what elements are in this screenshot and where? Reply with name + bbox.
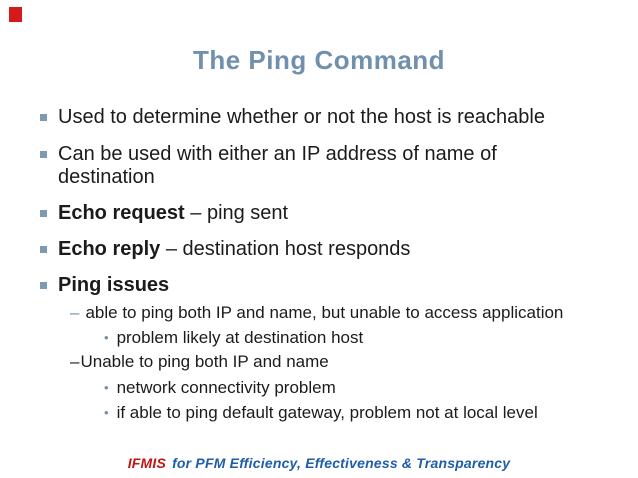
sub-bullet-item: – Unable to ping both IP and name [70, 352, 329, 372]
bullet-item: Used to determine whether or not the hos… [40, 106, 545, 129]
bullet-item: Echo request – ping sent [40, 202, 288, 225]
square-bullet-icon [40, 114, 47, 121]
sub-bullet-item: – able to ping both IP and name, but una… [70, 303, 563, 323]
sub-sub-bullet-text: network connectivity problem [116, 378, 336, 397]
dot-bullet-icon: • [104, 405, 109, 420]
page-title: The Ping Command [192, 45, 446, 75]
bullet-item: Ping issues [40, 274, 169, 297]
bullet-text: Echo reply – destination host responds [58, 238, 411, 260]
footer-brand: IFMIS [127, 455, 167, 471]
bullet-text: Echo request – ping sent [58, 202, 289, 224]
bullet-item: Can be used with either an IP address of… [40, 143, 593, 189]
bullet-text: Can be used with either an IP address of… [58, 143, 497, 188]
dot-bullet-icon: • [104, 380, 109, 395]
dash-bullet-icon: – [70, 303, 80, 322]
sub-sub-bullet-text: if able to ping default gateway, problem… [116, 403, 538, 422]
dot-bullet-icon: • [104, 330, 109, 345]
square-bullet-icon [40, 151, 47, 158]
square-bullet-icon [40, 282, 47, 289]
sub-sub-bullet-item: • network connectivity problem [104, 378, 336, 398]
square-bullet-icon [40, 210, 47, 217]
dash-bullet-icon: – [70, 352, 80, 371]
bullet-item: Echo reply – destination host responds [40, 238, 410, 261]
sub-bullet-text: Unable to ping both IP and name [80, 352, 329, 371]
footer-branding: IFMIS for PFM Efficiency, Effectiveness &… [0, 455, 638, 471]
square-bullet-icon [40, 246, 47, 253]
sub-sub-bullet-item: • problem likely at destination host [104, 328, 363, 348]
footer-tagline: for PFM Efficiency, Effectiveness & Tran… [172, 455, 511, 471]
corner-red-square-icon [9, 7, 22, 22]
bullet-text: Ping issues [58, 274, 170, 296]
sub-sub-bullet-text: problem likely at destination host [116, 328, 364, 347]
bullet-text: Used to determine whether or not the hos… [58, 106, 545, 128]
sub-bullet-text: able to ping both IP and name, but unabl… [85, 303, 564, 322]
sub-sub-bullet-item: • if able to ping default gateway, probl… [104, 403, 538, 423]
